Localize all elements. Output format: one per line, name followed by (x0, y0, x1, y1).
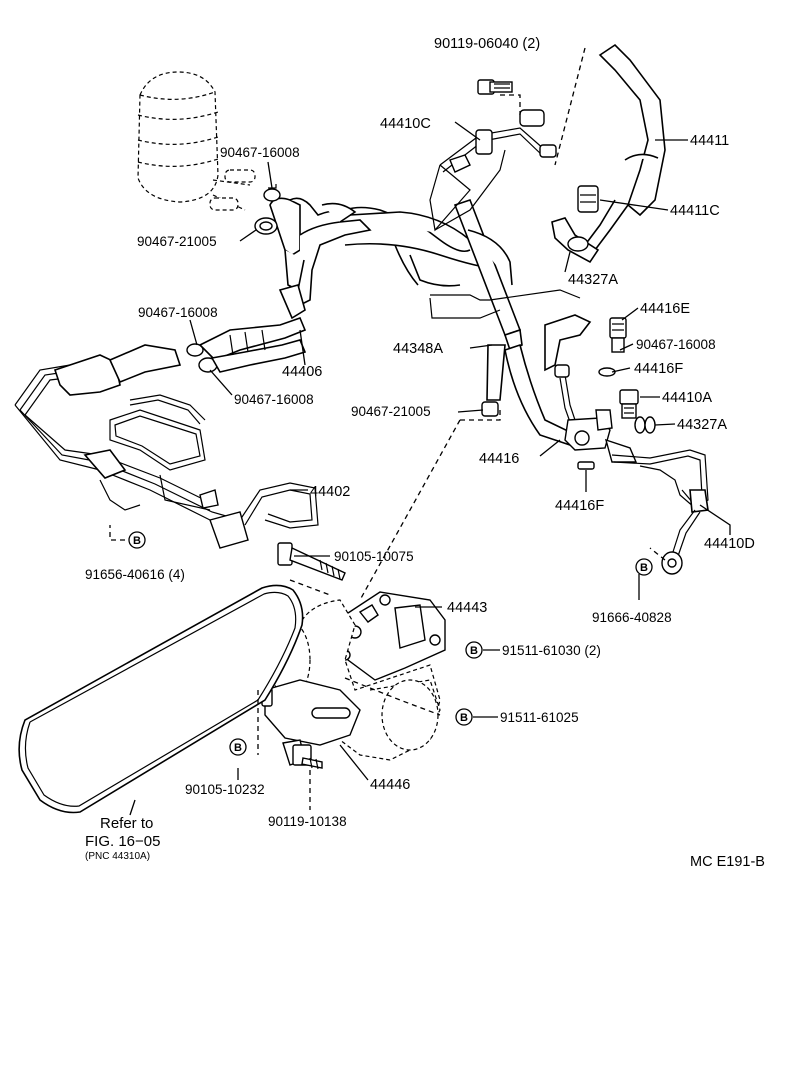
refer-note: Refer to FIG. 16−05 (PNC 44310A) (85, 815, 160, 862)
svg-text:B: B (640, 562, 648, 574)
label-44410C: 44410C (380, 116, 431, 132)
label-91656-40616: 91656-40616 (4) (85, 567, 185, 582)
clamp-90467-16008-top (263, 184, 281, 202)
b-badge-left: B (128, 531, 146, 549)
label-90467-16008-right: 90467-16008 (636, 337, 716, 352)
label-44402: 44402 (310, 484, 350, 500)
bracket-44443 (339, 591, 446, 681)
bolt-90119-10138 (292, 744, 323, 770)
gasket-44416F-upper (598, 367, 616, 377)
label-44406: 44406 (282, 364, 322, 380)
figure-code: MC E191-B (690, 854, 765, 870)
label-90105-10232: 90105-10232 (185, 782, 265, 797)
refer-note-line3: (PNC 44310A) (85, 851, 150, 862)
label-44416E: 44416E (640, 301, 690, 317)
suction-hose-44348A (429, 198, 581, 401)
label-90119-06040: 90119-06040 (2) (434, 36, 540, 52)
label-90467-16008-top: 90467-16008 (220, 145, 300, 160)
leader-lines (129, 121, 731, 816)
svg-text:B: B (460, 712, 468, 724)
label-91511-61030: 91511-61030 (2) (502, 643, 601, 658)
drive-belt (18, 584, 304, 814)
label-44327A-lower: 44327A (677, 417, 727, 433)
clamp-90467-21005-mid (481, 401, 499, 417)
hose-44411 (583, 43, 666, 252)
refer-note-line1: Refer to (100, 815, 153, 832)
b-badge-right: B (635, 558, 653, 576)
label-44416F-upper: 44416F (634, 361, 683, 377)
union-bolt-44416E (609, 317, 627, 353)
label-90467-21005-top: 90467-21005 (137, 234, 217, 249)
hose-joint-44406 (198, 284, 307, 373)
label-44410D: 44410D (704, 536, 755, 552)
union-bolt-44410A (619, 389, 639, 419)
label-44327A-upper: 44327A (568, 272, 618, 288)
svg-text:B: B (234, 742, 242, 754)
clamp-90467-21005-top (254, 217, 278, 235)
label-91511-61025: 91511-61025 (500, 710, 579, 725)
union-44411C (577, 185, 599, 213)
label-44416F-lower: 44416F (555, 498, 604, 514)
label-44446: 44446 (370, 777, 410, 793)
return-hose-44406 (269, 197, 496, 306)
b-badge-91511-61030: B (465, 641, 483, 659)
gasket-44416F-lower (577, 461, 595, 470)
label-91666-40828: 91666-40828 (592, 610, 672, 625)
label-44411C: 44411C (670, 203, 720, 219)
gasket-44327A-lower (634, 416, 656, 434)
pressure-tube-44410D (611, 449, 709, 575)
label-90119-10138: 90119-10138 (268, 814, 347, 829)
refer-note-line2: FIG. 16−05 (85, 833, 160, 850)
b-badge-90105-10232: B (229, 738, 247, 756)
reservoir-tank (137, 71, 256, 211)
label-44411: 44411 (690, 133, 729, 149)
label-90467-16008-lower: 90467-16008 (234, 392, 314, 407)
label-44348A: 44348A (393, 341, 443, 357)
b-badge-91511-61025: B (455, 708, 473, 726)
pressure-tube-44410C (429, 109, 557, 232)
label-44443: 44443 (447, 600, 487, 616)
label-44410A: 44410A (662, 390, 712, 406)
gasket-44327A-upper (551, 217, 600, 264)
label-44416: 44416 (479, 451, 519, 467)
bolt-90119-06040 (477, 79, 513, 95)
label-90467-16008-left: 90467-16008 (138, 305, 218, 320)
label-90105-10075: 90105-10075 (334, 549, 414, 564)
tube-bundle-44402 (14, 344, 319, 549)
dashed-reference-lines (109, 47, 666, 810)
pump-fitting-block (564, 409, 638, 463)
label-90467-21005-mid: 90467-21005 (351, 404, 431, 419)
clamp-90467-16008-left (186, 343, 204, 357)
svg-text:B: B (133, 535, 141, 547)
svg-text:B: B (470, 645, 478, 657)
